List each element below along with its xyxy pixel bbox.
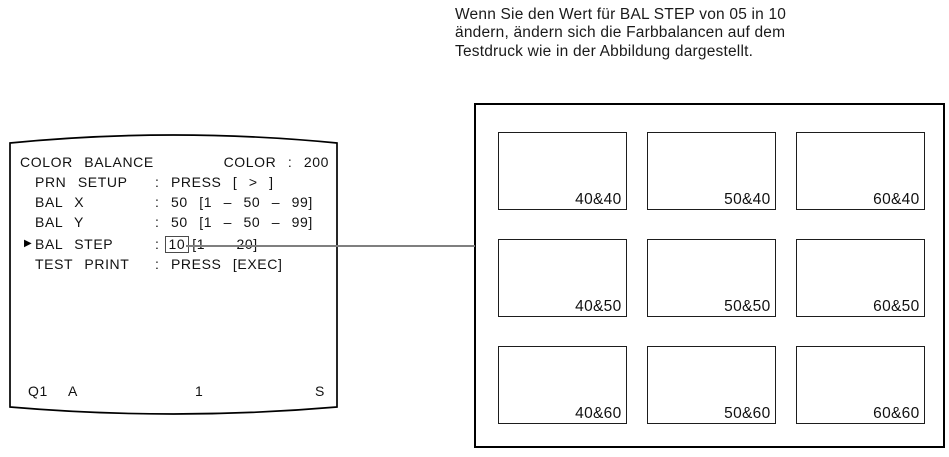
status-bar: Q1 A 1 S bbox=[9, 383, 338, 400]
test-print-patch: 60&40 bbox=[795, 131, 925, 210]
menu-row-test-print: TEST PRINT : PRESS [EXEC] bbox=[9, 256, 338, 273]
patch-label: 40&40 bbox=[575, 190, 622, 208]
callout-connector-line bbox=[186, 245, 475, 248]
menu-screen: COLOR BALANCE COLOR : 200 PRN SETUP : PR… bbox=[9, 128, 338, 418]
test-print-patch: 60&60 bbox=[795, 345, 925, 424]
test-print-patch: 60&50 bbox=[795, 238, 925, 317]
status-queue-indicator: Q1 bbox=[28, 383, 48, 399]
menu-item-value: : 50 [1 – 50 – 99] bbox=[155, 194, 313, 210]
instruction-line: Wenn Sie den Wert für BAL STEP von 05 in… bbox=[455, 6, 787, 23]
menu-title: COLOR BALANCE bbox=[20, 154, 154, 170]
status-page-indicator: 1 bbox=[195, 383, 204, 399]
test-print-patch: 40&40 bbox=[497, 131, 627, 210]
instruction-text: Wenn Sie den Wert für BAL STEP von 05 in… bbox=[455, 6, 935, 61]
menu-item-label: TEST PRINT bbox=[35, 256, 130, 272]
menu-item-label: BAL Y bbox=[35, 214, 84, 230]
menu-screen-outline bbox=[9, 134, 338, 415]
menu-item-label: BAL STEP bbox=[35, 236, 114, 252]
menu-row-bal-x: BAL X : 50 [1 – 50 – 99] bbox=[9, 194, 338, 211]
bal-step-current-value: 10 bbox=[164, 236, 190, 253]
patch-label: 40&60 bbox=[575, 404, 622, 422]
menu-item-label: PRN SETUP bbox=[35, 174, 128, 190]
test-print-patch: 50&40 bbox=[646, 131, 776, 210]
instruction-line: Testdruck wie in der Abbildung dargestel… bbox=[455, 42, 754, 60]
status-s-indicator: S bbox=[315, 383, 325, 399]
patch-label: 60&50 bbox=[873, 297, 920, 315]
menu-row-bal-step: ▶ BAL STEP : 10 [1 – 20] bbox=[9, 236, 338, 253]
test-print-patch: 40&60 bbox=[497, 345, 627, 424]
patch-label: 50&40 bbox=[724, 190, 771, 208]
patch-label: 50&50 bbox=[724, 297, 771, 315]
bal-step-value-group: : 10 [1 – 20] bbox=[155, 236, 258, 253]
patch-label: 40&50 bbox=[575, 297, 622, 315]
menu-content: COLOR BALANCE COLOR : 200 PRN SETUP : PR… bbox=[9, 128, 338, 418]
test-print-patch: 50&60 bbox=[646, 345, 776, 424]
status-mode-indicator: A bbox=[68, 383, 78, 399]
menu-item-value: : PRESS [EXEC] bbox=[155, 256, 283, 272]
menu-item-value: : 50 [1 – 50 – 99] bbox=[155, 214, 313, 230]
instruction-line: ändern, ändern sich die Farbbalancen auf… bbox=[455, 24, 786, 42]
test-print-patch: 50&50 bbox=[646, 238, 776, 317]
menu-row-bal-y: BAL Y : 50 [1 – 50 – 99] bbox=[9, 214, 338, 231]
menu-item-label: BAL X bbox=[35, 194, 85, 210]
menu-title-row: COLOR BALANCE COLOR : 200 bbox=[9, 154, 338, 171]
patch-label: 60&40 bbox=[873, 190, 920, 208]
color-count-value: COLOR : 200 bbox=[223, 154, 329, 170]
selection-cursor-icon: ▶ bbox=[24, 238, 32, 249]
bal-step-range: [1 – 20] bbox=[192, 236, 258, 252]
menu-item-value: : PRESS [ > ] bbox=[155, 174, 274, 190]
test-print-figure: 40&40 50&40 60&40 40&50 50&50 60&50 40&6… bbox=[474, 103, 945, 448]
menu-row-prn-setup: PRN SETUP : PRESS [ > ] bbox=[9, 174, 338, 191]
colon: : bbox=[155, 236, 160, 252]
test-print-patch: 40&50 bbox=[497, 238, 627, 317]
patch-label: 60&60 bbox=[873, 404, 920, 422]
patch-label: 50&60 bbox=[724, 404, 771, 422]
